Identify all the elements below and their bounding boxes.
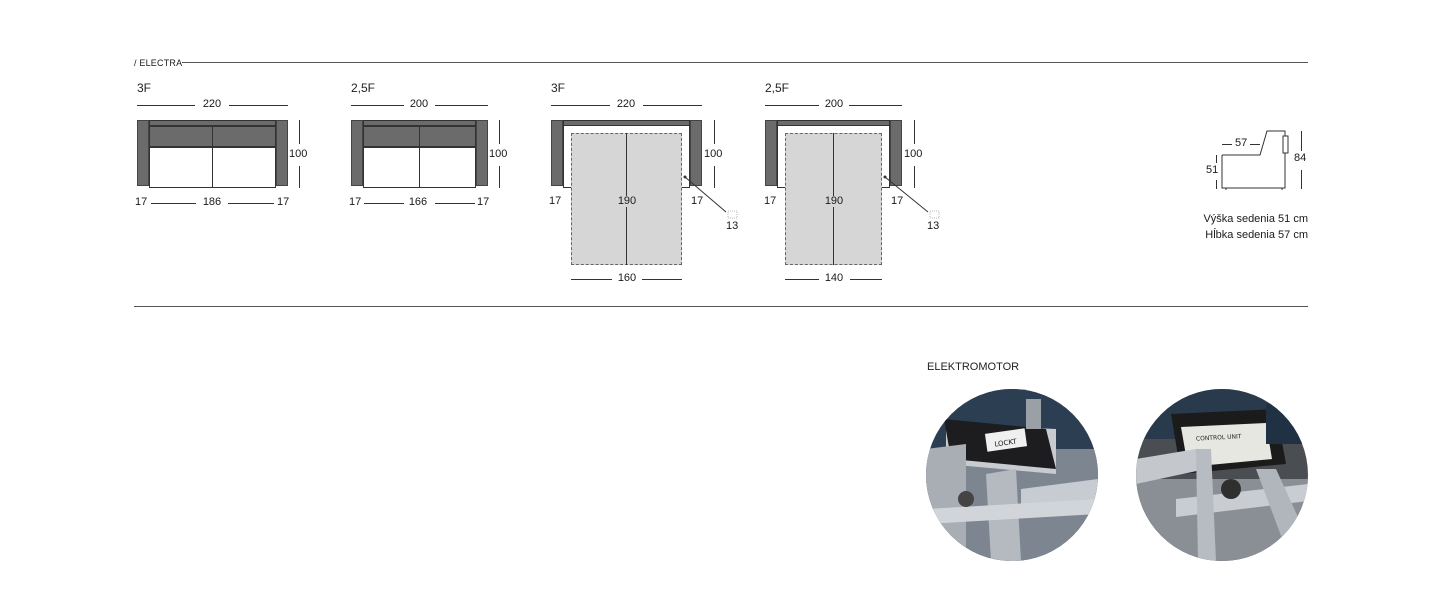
back-cushion — [363, 126, 420, 147]
depth-line — [299, 166, 300, 188]
seat-cushion — [363, 147, 420, 188]
total-width-value: 220 — [202, 98, 222, 110]
back-cushion — [212, 126, 276, 147]
dimension-line — [765, 105, 819, 106]
motor-photo-1: LOCKT — [926, 389, 1098, 561]
bed-width-value: 160 — [617, 272, 637, 284]
left-armrest — [351, 120, 363, 186]
arm-width-left: 17 — [135, 196, 148, 208]
bed-width-value: 140 — [824, 272, 844, 284]
arm-width-left: 17 — [549, 195, 562, 207]
depth-line — [914, 120, 915, 144]
back-cushion — [149, 126, 213, 147]
dimension-line — [1250, 144, 1260, 145]
arm-width-right: 17 — [277, 196, 290, 208]
variant-label: 3F — [137, 81, 152, 95]
dimension-line — [642, 279, 682, 280]
seat-depth-spec: Hĺbka sedenia 57 cm — [1205, 228, 1308, 241]
variant-label: 2,5F — [765, 81, 790, 95]
left-armrest — [551, 120, 563, 186]
bed-length-value: 190 — [613, 196, 641, 207]
total-width-value: 200 — [409, 98, 429, 110]
total-height-value: 84 — [1294, 152, 1307, 164]
motor-photo-2: CONTROL UNIT — [1136, 389, 1308, 561]
dimension-line — [785, 279, 819, 280]
dimension-line — [850, 279, 882, 280]
dimension-line — [643, 105, 702, 106]
right-armrest — [476, 120, 488, 186]
dimension-line — [849, 105, 902, 106]
dimension-line — [229, 105, 288, 106]
dimension-line — [435, 203, 475, 204]
depth-value: 100 — [704, 148, 723, 160]
arm-width-left: 17 — [764, 195, 777, 207]
seat-width-value: 166 — [408, 196, 428, 208]
frame-gap-value: 13 — [726, 220, 739, 232]
variant-label: 2,5F — [351, 81, 376, 95]
bottom-divider — [134, 306, 1308, 307]
variant-label: 3F — [551, 81, 566, 95]
depth-line — [714, 120, 715, 144]
total-width-value: 220 — [616, 98, 636, 110]
height-line — [1301, 131, 1302, 151]
dimension-line — [151, 203, 196, 204]
seat-cushion — [419, 147, 476, 188]
frame-gap-leader — [683, 175, 738, 219]
depth-line — [299, 120, 300, 144]
height-line — [1216, 180, 1217, 189]
height-line — [1301, 170, 1302, 189]
seat-cushion — [149, 147, 213, 188]
backrest — [563, 120, 690, 126]
dimension-line — [137, 105, 195, 106]
right-armrest — [690, 120, 702, 186]
top-divider — [182, 62, 1308, 63]
arm-width-right: 17 — [691, 195, 704, 207]
arm-width-right: 17 — [477, 196, 490, 208]
seat-height-spec: Výška sedenia 51 cm — [1203, 213, 1308, 225]
depth-line — [714, 166, 715, 188]
seat-cushion — [212, 147, 276, 188]
backrest — [149, 120, 276, 126]
dimension-line — [435, 105, 488, 106]
depth-value: 100 — [489, 148, 508, 160]
depth-value: 100 — [289, 148, 308, 160]
dimension-line — [351, 105, 404, 106]
backrest — [363, 120, 476, 126]
frame-gap-value: 13 — [927, 220, 940, 232]
arm-width-left: 17 — [349, 196, 362, 208]
height-line — [1216, 155, 1217, 163]
motor-section-title: ELEKTROMOTOR — [927, 361, 1020, 373]
right-armrest — [276, 120, 288, 186]
depth-line — [499, 166, 500, 188]
depth-value: 100 — [904, 148, 923, 160]
section-title: / ELECTRA — [134, 58, 183, 68]
frame-gap-leader — [883, 175, 940, 219]
bed-length-value: 190 — [820, 196, 848, 207]
specs-text: Výška sedenia 51 cm Hĺbka sedenia 57 cm — [1150, 212, 1308, 244]
backrest — [777, 120, 890, 126]
left-armrest — [765, 120, 777, 186]
back-cushion — [419, 126, 476, 147]
seat-depth-value: 57 — [1235, 137, 1248, 149]
total-width-value: 200 — [824, 98, 844, 110]
seat-width-value: 186 — [202, 196, 222, 208]
device-label-text: CONTROL UNIT — [1196, 433, 1242, 442]
dimension-line — [364, 203, 404, 204]
arm-width-right: 17 — [891, 195, 904, 207]
depth-line — [914, 166, 915, 188]
depth-line — [499, 120, 500, 144]
device-label-text: LOCKT — [994, 437, 1018, 448]
seat-height-value: 51 — [1206, 164, 1219, 176]
dimension-line — [228, 203, 274, 204]
side-profile-drawing — [1221, 130, 1289, 190]
dimension-line — [1222, 144, 1232, 145]
dimension-line — [551, 105, 610, 106]
dimension-line — [571, 279, 612, 280]
left-armrest — [137, 120, 149, 186]
